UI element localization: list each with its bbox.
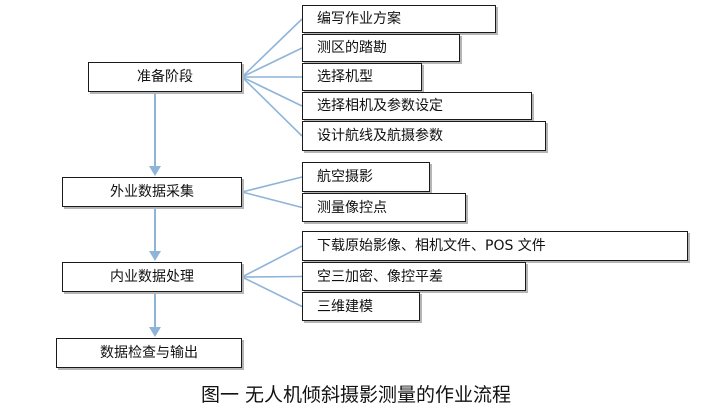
task-label: 编写作业方案 xyxy=(317,11,401,27)
connector-line xyxy=(241,176,303,193)
stage-label: 准备阶段 xyxy=(137,69,193,85)
task-label: 空三加密、像控平差 xyxy=(317,268,443,285)
connector-line xyxy=(241,47,303,78)
connector-line xyxy=(241,275,303,278)
figure-caption: 图一 无人机倾斜摄影测量的作业流程 xyxy=(200,384,512,406)
task-box-flight-route-design: 设计航线及航摄参数 xyxy=(302,121,546,151)
task-label: 选择机型 xyxy=(317,69,373,85)
flow-arrow-head xyxy=(149,251,161,261)
stage-box-office-data-processing: 内业数据处理 xyxy=(62,262,242,292)
stage-label: 数据检查与输出 xyxy=(100,345,198,361)
task-box-aerial-photography: 航空摄影 xyxy=(302,162,430,192)
stage-box-data-check-and-output: 数据检查与输出 xyxy=(56,338,242,368)
task-label: 下载原始影像、相机文件、POS 文件 xyxy=(317,238,546,254)
task-box-3d-modeling: 三维建模 xyxy=(302,292,420,321)
task-box-site-survey: 测区的踏勘 xyxy=(302,34,460,62)
stage-box-field-data-collection: 外业数据采集 xyxy=(62,177,242,207)
connector-line xyxy=(241,76,303,137)
task-label: 测量像控点 xyxy=(317,199,387,216)
task-box-select-aircraft: 选择机型 xyxy=(302,63,422,91)
connector-line xyxy=(241,276,303,308)
flow-arrow-head xyxy=(149,166,161,176)
task-label: 设计航线及航摄参数 xyxy=(317,128,443,144)
task-label: 选择相机及参数设定 xyxy=(317,98,443,114)
task-box-camera-and-parameters: 选择相机及参数设定 xyxy=(302,92,532,120)
stage-label: 外业数据采集 xyxy=(110,184,194,200)
task-box-write-work-plan: 编写作业方案 xyxy=(302,5,496,33)
connector-line xyxy=(241,191,303,209)
connector-line xyxy=(241,76,303,107)
task-label: 三维建模 xyxy=(317,298,373,315)
task-box-download-images-camera-pos: 下载原始影像、相机文件、POS 文件 xyxy=(302,231,688,261)
stage-box-preparation: 准备阶段 xyxy=(88,62,242,92)
connector-line xyxy=(241,18,303,78)
task-box-measure-control-points: 测量像控点 xyxy=(302,193,466,222)
stage-label: 内业数据处理 xyxy=(110,269,194,285)
task-label: 航空摄影 xyxy=(317,169,373,185)
task-label: 测区的踏勘 xyxy=(317,40,387,56)
task-box-aerial-triangulation: 空三加密、像控平差 xyxy=(302,262,526,291)
flow-arrow-head xyxy=(149,327,161,337)
connector-line xyxy=(241,245,303,278)
